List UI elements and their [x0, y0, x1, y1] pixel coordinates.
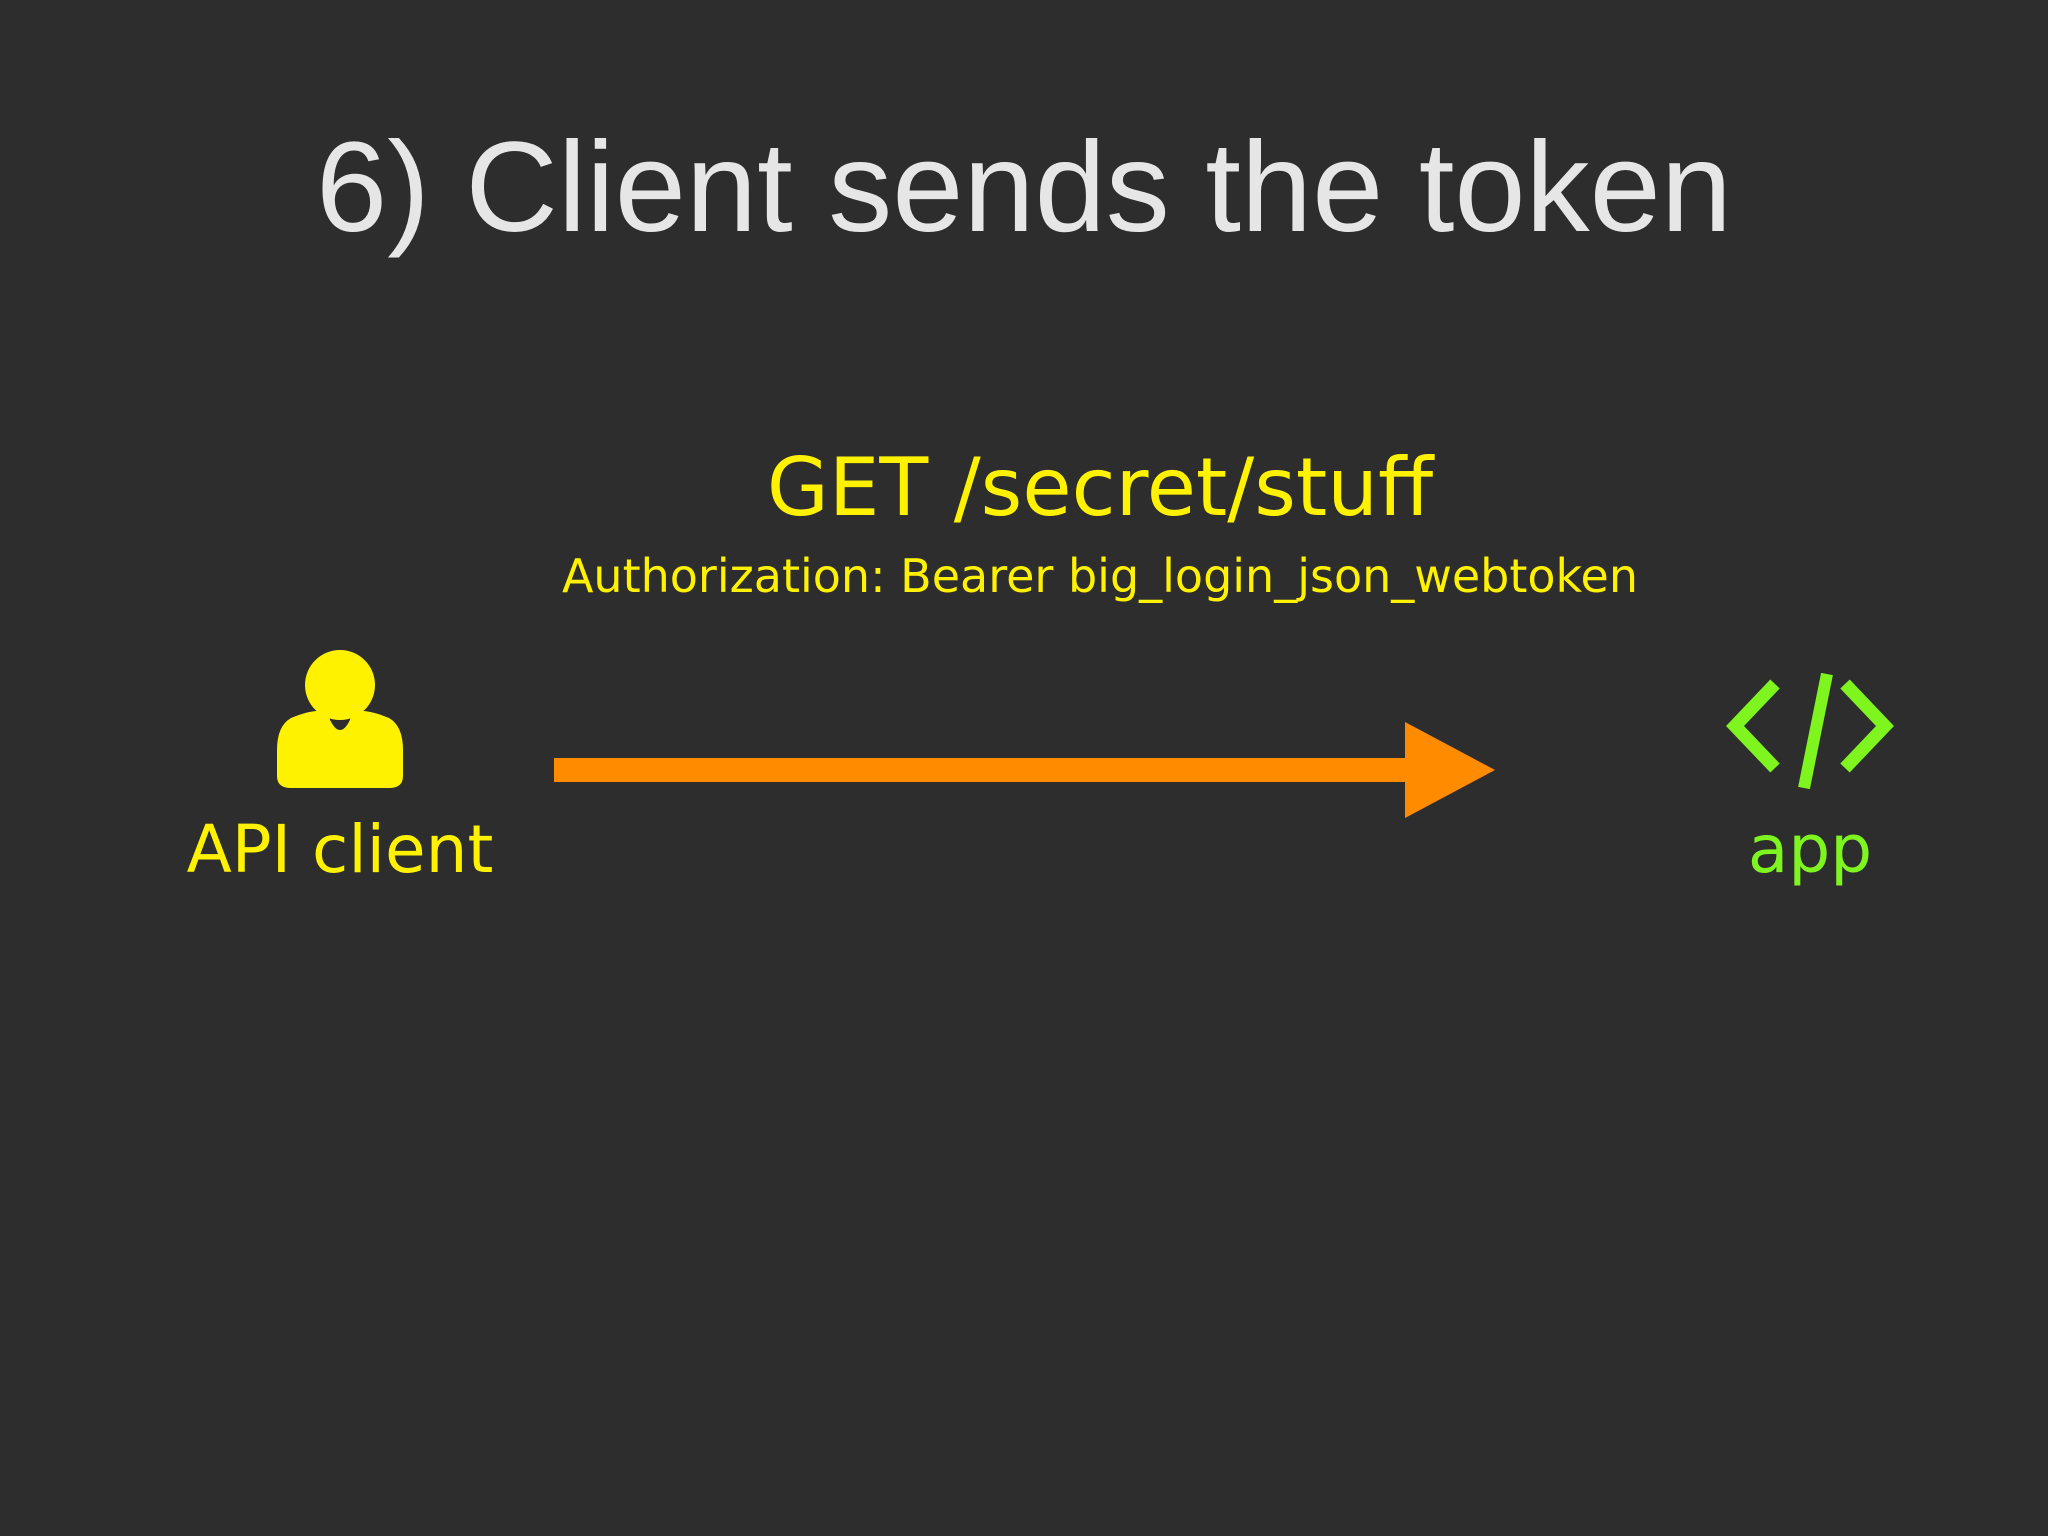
api-client-label: API client	[186, 811, 494, 888]
api-client-node: API client	[170, 650, 510, 900]
request-arrow	[554, 722, 1495, 818]
code-icon	[1726, 672, 1894, 790]
app-label: app	[1747, 811, 1873, 888]
request-line: GET /secret/stuff	[766, 441, 1434, 534]
slide-title: 6) Client sends the token	[316, 116, 1732, 259]
app-node: app	[1700, 666, 1920, 906]
authorization-header: Authorization: Bearer big_login_json_web…	[561, 549, 1639, 603]
person-icon	[277, 650, 403, 788]
